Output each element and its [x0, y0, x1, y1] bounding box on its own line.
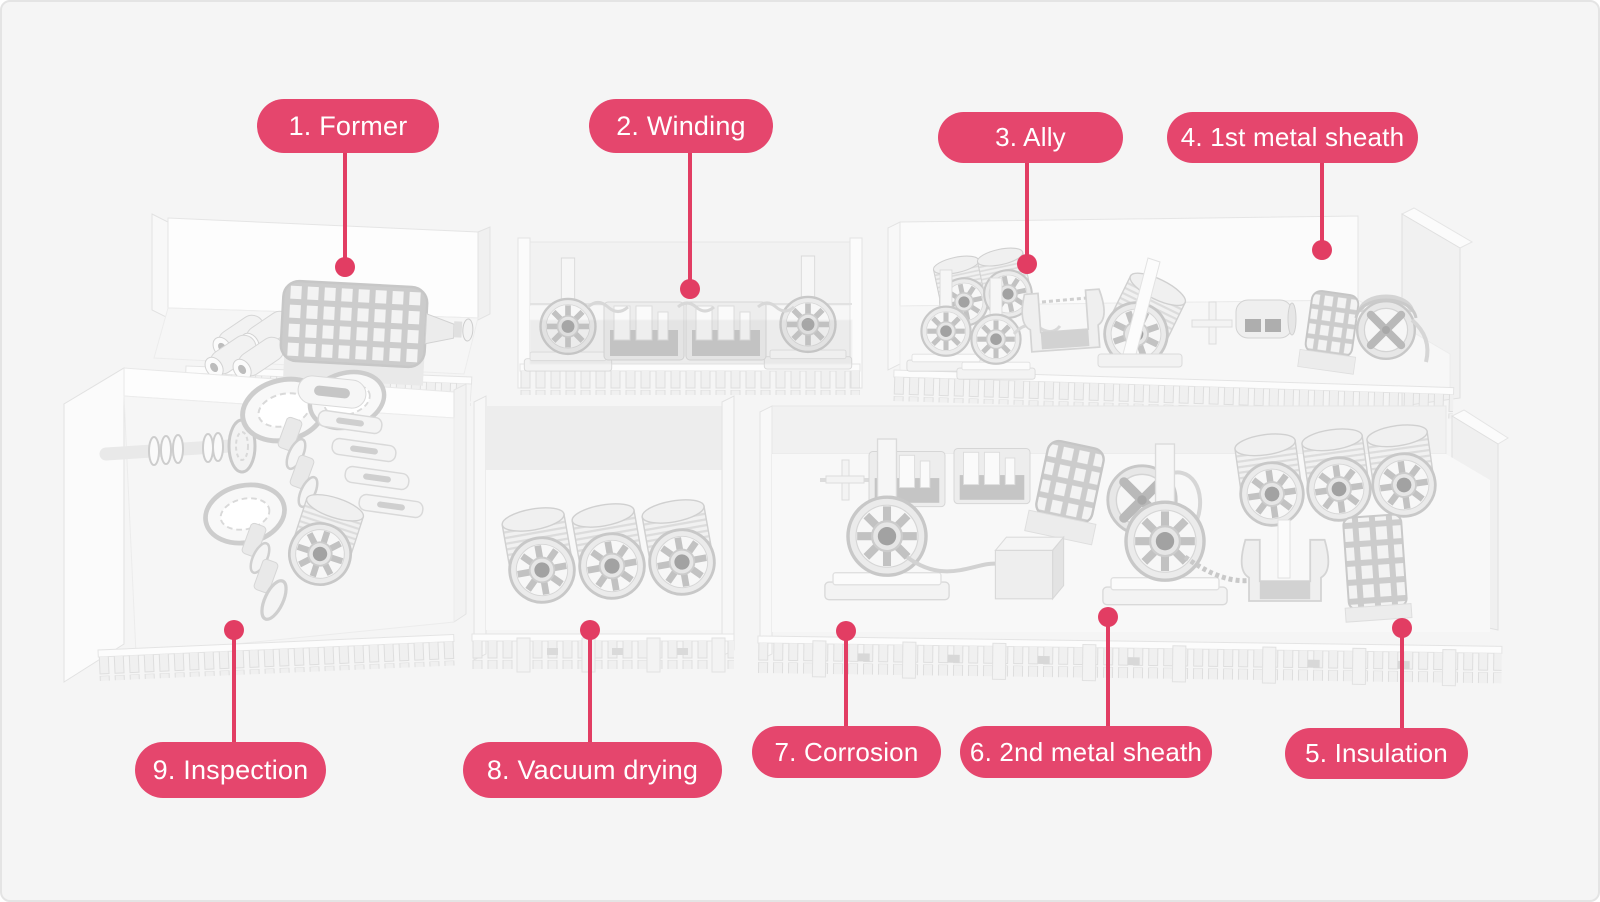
callout-dot-9 — [224, 620, 244, 640]
room-corrosion-sheath-insulation — [757, 405, 1509, 687]
callout-pill-inspection: 9. Inspection — [135, 742, 326, 798]
room-f-skirt — [757, 635, 1503, 687]
callout-dot-7 — [836, 621, 856, 641]
winding-glass-panel — [529, 319, 853, 365]
room-alloy-first-metal-sheath — [887, 207, 1474, 419]
sheath-machine-block — [953, 448, 1031, 505]
callout-dot-3 — [1017, 254, 1037, 274]
callout-dot-1 — [335, 257, 355, 277]
callout-pill-former: 1. Former — [257, 99, 439, 153]
former-machine — [279, 279, 474, 386]
callout-line-9 — [232, 630, 236, 742]
callout-line-2 — [688, 153, 692, 289]
callout-line-4 — [1320, 163, 1324, 250]
callout-dot-4 — [1312, 240, 1332, 260]
insulation-cage-box — [1342, 513, 1413, 623]
callout-dot-8 — [580, 620, 600, 640]
callout-pill-winding: 2. Winding — [589, 99, 773, 153]
callout-pill-insulation: 5. Insulation — [1285, 728, 1468, 779]
callout-pill-second-metal-sheath: 6. 2nd metal sheath — [960, 726, 1212, 778]
callout-line-6 — [1106, 617, 1110, 726]
corrosion-box — [994, 536, 1065, 600]
callout-dot-5 — [1392, 618, 1412, 638]
room-vacuum-drying — [471, 395, 735, 673]
callout-dot-6 — [1098, 607, 1118, 627]
callout-pill-corrosion: 7. Corrosion — [752, 726, 941, 778]
sheath-extruder — [1235, 299, 1293, 339]
callout-line-5 — [1400, 628, 1404, 728]
callout-line-8 — [588, 630, 592, 742]
room-inspection-skirt — [97, 633, 456, 681]
callout-pill-vacuum-drying: 8. Vacuum drying — [463, 742, 722, 798]
callout-line-1 — [343, 153, 347, 267]
callout-line-3 — [1025, 163, 1029, 264]
callout-dot-2 — [680, 279, 700, 299]
room-inspection — [63, 364, 467, 683]
callout-pill-ally: 3. Ally — [938, 112, 1123, 163]
room-winding-skirt — [519, 363, 861, 395]
room-vacuum-skirt — [471, 633, 735, 673]
callout-line-7 — [844, 631, 848, 726]
sheath-coil-wheel — [1357, 301, 1415, 359]
callout-pill-first-metal-sheath: 4. 1st metal sheath — [1167, 112, 1418, 163]
